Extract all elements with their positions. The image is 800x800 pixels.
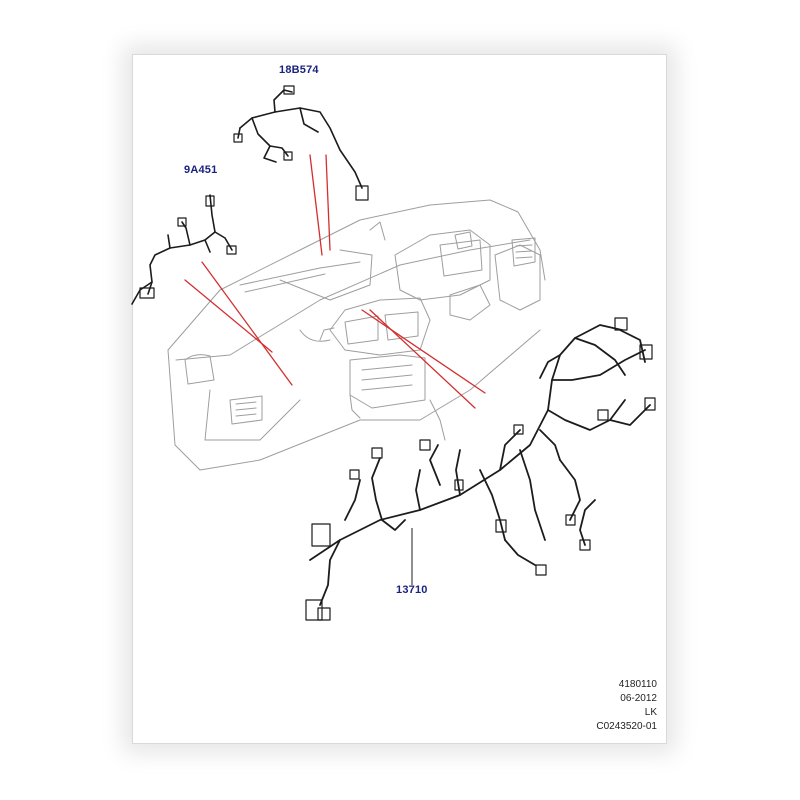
- callout-9a451: 9A451: [184, 164, 218, 176]
- harness-9a451: [131, 194, 237, 305]
- dashboard-outline: [167, 199, 546, 471]
- leader-lines: [184, 154, 486, 409]
- illustration-meta: 4180110 06-2012 LK C0243520-01: [596, 678, 657, 734]
- leader-line-18b574-a: [309, 154, 323, 256]
- diagram-panel: [133, 55, 666, 743]
- leader-line-9a451-a: [184, 279, 273, 353]
- callout-13710: 13710: [396, 584, 428, 596]
- leader-line-13710-a: [361, 309, 486, 394]
- illustration-reference: C0243520-01: [596, 721, 657, 732]
- harness-13710: [305, 317, 656, 621]
- illustration-code: LK: [644, 707, 657, 718]
- harness-18b574: [233, 85, 369, 201]
- leader-line-13710-b: [369, 309, 476, 409]
- leader-line-18b574-b: [325, 154, 331, 251]
- illustration-date: 06-2012: [620, 693, 657, 704]
- callout-18b574: 18B574: [279, 64, 319, 76]
- illustration-number: 4180110: [618, 679, 657, 690]
- leader-line-9a451-b: [201, 261, 293, 386]
